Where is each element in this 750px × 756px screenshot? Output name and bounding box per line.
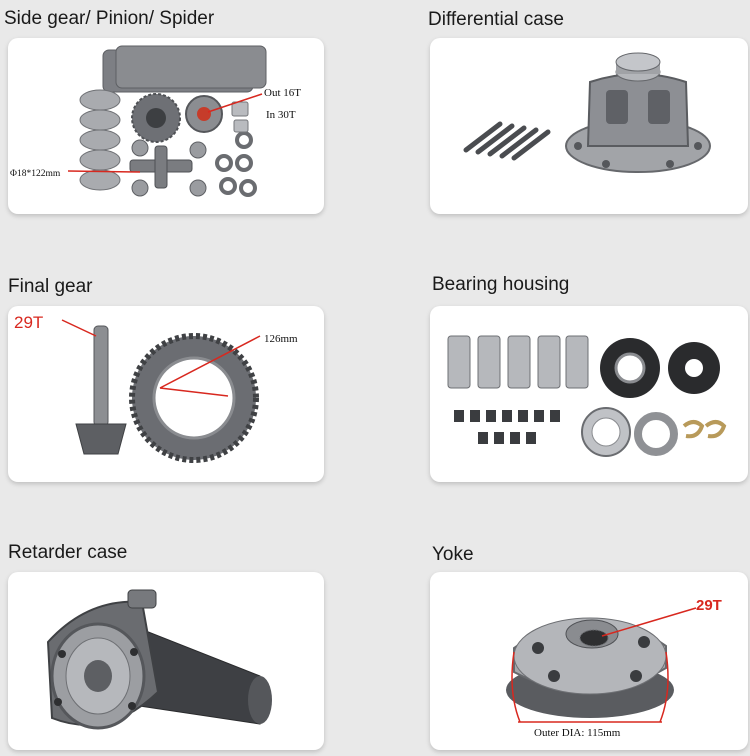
bolt-set bbox=[463, 121, 551, 161]
differential-case-illustration bbox=[463, 52, 711, 173]
section-title-final-gear: Final gear bbox=[8, 276, 93, 297]
product-card-yoke[interactable]: 29T Outer DIA: 115mm bbox=[430, 572, 748, 750]
retarder-case-illustration bbox=[46, 589, 272, 730]
product-card-side-gear[interactable]: Out 16T In 30T Φ18*122mm bbox=[8, 38, 324, 214]
spline-bore bbox=[579, 629, 609, 647]
annotation-outer-diameter: Outer DIA: 115mm bbox=[534, 727, 621, 739]
friction-disc-stack bbox=[102, 45, 267, 93]
annotation-shaft-dimension: Φ18*122mm bbox=[10, 169, 61, 179]
final-gear-illustration: 29T 126mm bbox=[14, 313, 298, 463]
product-card-bearing-housing[interactable] bbox=[430, 306, 748, 482]
pinion-shaft bbox=[75, 325, 127, 455]
bearing-housing-illustration bbox=[447, 335, 727, 457]
product-card-retarder-case[interactable] bbox=[8, 572, 324, 750]
section-title-differential-case: Differential case bbox=[428, 9, 564, 30]
section-title-retarder-case: Retarder case bbox=[8, 542, 128, 563]
annotation-pinion-teeth: 29T bbox=[14, 313, 43, 332]
annotation-in-teeth: In 30T bbox=[266, 109, 296, 121]
thrust-washer bbox=[634, 412, 678, 456]
product-card-final-gear[interactable]: 29T 126mm bbox=[8, 306, 324, 482]
section-title-side-gear: Side gear/ Pinion/ Spider bbox=[4, 8, 215, 29]
annotation-ring-gear-diameter: 126mm bbox=[264, 333, 298, 345]
thrust-washer-column bbox=[79, 89, 121, 191]
annotation-yoke-teeth: 29T bbox=[696, 597, 722, 614]
spider-cross bbox=[129, 145, 193, 189]
section-title-bearing-housing: Bearing housing bbox=[432, 274, 570, 295]
yoke-illustration: 29T Outer DIA: 115mm bbox=[506, 597, 722, 739]
section-title-yoke: Yoke bbox=[432, 544, 474, 565]
product-card-differential-case[interactable] bbox=[430, 38, 748, 214]
side-gear-illustration: Out 16T In 30T Φ18*122mm bbox=[10, 45, 301, 197]
bolt-grid bbox=[454, 410, 560, 444]
lock-plate-set bbox=[447, 335, 589, 389]
annotation-out-teeth: Out 16T bbox=[264, 87, 301, 99]
